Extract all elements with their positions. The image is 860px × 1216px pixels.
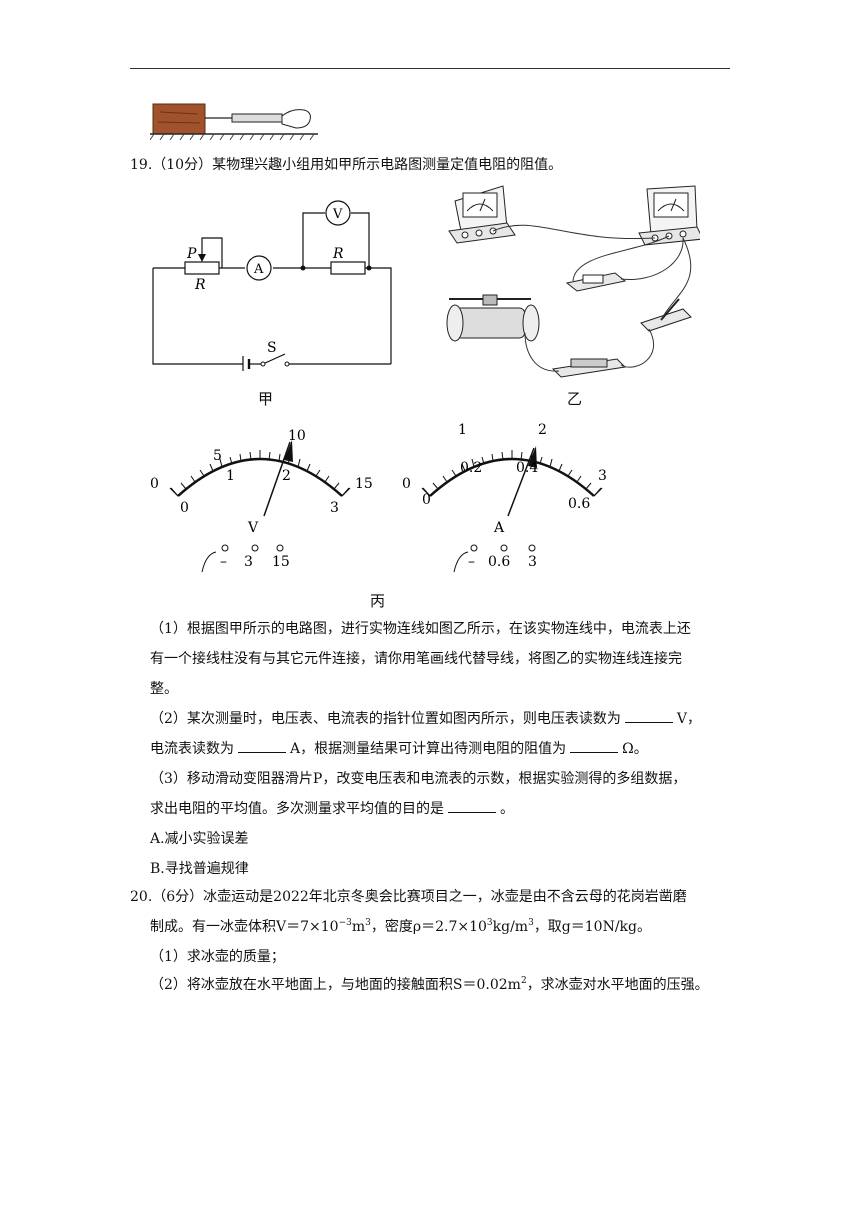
q19-part1-line1: （1）根据图甲所示的电路图，进行实物连线如图乙所示，在该实物连线中，电流表上还 [150,621,691,637]
q19-part2-line1: （2）某次测量时，电压表、电流表的指针位置如图丙所示，则电压表读数为 V， [150,710,701,728]
q20-text: （2）将冰壶放在水平地面上，与地面的接触面积S＝0.02m [150,977,521,993]
ammeter-needle [507,447,535,517]
q19-part2-text: A，根据测量结果可计算出待测电阻的阻值为 [290,741,567,757]
terminal-icon [276,544,284,552]
terminal-icon [470,544,478,552]
physical-wiring-yi [446,185,700,378]
q19-part2-text: 电流表读数为 [150,741,234,757]
a-outer-label: 3 [598,468,607,484]
q19-part3-line1: （3）移动滑动变阻器滑片P，改变电压表和电流表的示数，根据实验测得的多组数据， [150,771,687,787]
exponent: 2 [520,976,527,986]
v-inner-label: 0 [180,500,189,516]
q19-part2-text: （2）某次测量时，电压表、电流表的指针位置如图丙所示，则电压表读数为 [150,711,621,727]
rheostat-label: R [194,277,206,293]
caption-yi: 乙 [567,390,583,408]
q19-part3-end: 。 [500,801,514,817]
voltage-answer-blank[interactable] [624,710,673,723]
voltmeter-symbol-label: V [332,207,343,222]
exponent: 3 [365,918,371,928]
ammeter-dial: 0 1 2 3 0 0.2 0.4 0.6 A – 0.6 3 [402,422,607,573]
v-outer-label: 5 [213,448,222,464]
voltmeter-letter: V [247,520,259,536]
a-inner-label: 0 [422,492,431,508]
q19-part2-unit-v: V， [676,711,702,727]
v-inner-label: 3 [330,500,339,516]
q19-header: 19.（10分）某物理兴趣小组用如甲所示电路图测量定值电阻的阻值。 [130,157,563,173]
q19-part1-line2: 有一个接线柱没有与其它元件连接，请你用笔画线代替导线，将图乙的实物连线连接完 [150,651,682,667]
header-rule [130,68,730,69]
ammeter-symbol-label: A [253,262,264,277]
caption-jia: 甲 [258,390,274,408]
q20-line2: 制成。有一冰壶体积V＝7×10−3m3，密度ρ＝2.7×103kg/m3，取g＝… [150,918,651,936]
q19-part3-line2: 求出电阻的平均值。多次测量求平均值的目的是 。 [150,800,514,818]
a-terminal-label: – [468,554,475,570]
terminal-icon [221,544,229,552]
v-terminal-label: 15 [272,554,290,570]
option-a[interactable]: A.减小实验误差 [150,831,249,847]
q19-part2-line2: 电流表读数为 A，根据测量结果可计算出待测电阻的阻值为 Ω。 [150,740,648,758]
current-answer-blank[interactable] [238,740,286,753]
spring-scale [231,113,283,123]
switch-label: S [267,340,277,356]
slider-label-p: P [186,246,197,262]
exponent: 3 [528,918,534,928]
q20-line1: 20.（6分）冰壶运动是2022年北京冬奥会比赛项目之一，冰壶是由不含云母的花岗… [130,889,687,905]
q20-text: kg/m [492,919,529,935]
terminal-icon [500,544,508,552]
block-spring-scale-figure [150,103,318,140]
q20-sub2: （2）将冰壶放在水平地面上，与地面的接触面积S＝0.02m2，求冰壶对水平地面的… [150,976,709,994]
q19-part1-line3: 整。 [150,681,178,697]
exponent: 3 [486,918,493,928]
a-outer-label: 1 [458,422,467,438]
circuit-diagram-jia: P R A V R S [152,200,392,371]
purpose-answer-blank[interactable] [448,800,496,813]
q19-part3-text: 求出电阻的平均值。多次测量求平均值的目的是 [150,801,444,817]
knife-switch [640,308,692,332]
exponent: −3 [338,918,352,928]
option-b[interactable]: B.寻找普遍规律 [150,861,249,877]
terminal-icon [251,544,259,552]
hand [281,109,311,129]
wood-block [152,103,206,135]
q19-part2-unit-ohm: Ω。 [622,741,648,757]
q20-sub1: （1）求冰壶的质量； [150,949,285,965]
q20-text: ，取g＝10N/kg。 [533,919,652,935]
q20-text: ，求冰壶对水平地面的压强。 [526,977,709,993]
resistance-answer-blank[interactable] [570,740,619,753]
v-terminal-label: – [220,554,227,570]
v-terminal-label: 3 [244,554,253,570]
resistor-label: R [332,246,344,262]
v-outer-label: 0 [150,476,159,492]
terminal-icon [528,544,536,552]
a-inner-label: 0.4 [516,460,538,476]
a-outer-label: 0 [402,476,411,492]
a-inner-label: 0.2 [460,460,482,476]
voltmeter-dial: 0 5 10 15 0 1 2 3 V – 3 15 [150,428,373,573]
ammeter-letter: A [493,520,505,536]
sliding-rheostat [454,307,526,339]
v-inner-label: 1 [226,468,235,484]
a-terminal-label: 3 [528,554,537,570]
v-inner-label: 2 [282,468,291,484]
q20-text: 制成。有一冰壶体积V＝7×10 [150,919,339,935]
connecting-wires [492,224,692,372]
q20-text: ，密度ρ＝2.7×10 [370,919,487,935]
voltmeter-needle [263,441,291,517]
q20-text: m [351,919,366,935]
a-outer-label: 2 [538,422,547,438]
a-inner-label: 0.6 [568,496,590,512]
caption-bing: 丙 [370,592,386,610]
v-outer-label: 10 [288,428,306,444]
a-terminal-label: 0.6 [488,554,510,570]
v-outer-label: 15 [355,476,373,492]
